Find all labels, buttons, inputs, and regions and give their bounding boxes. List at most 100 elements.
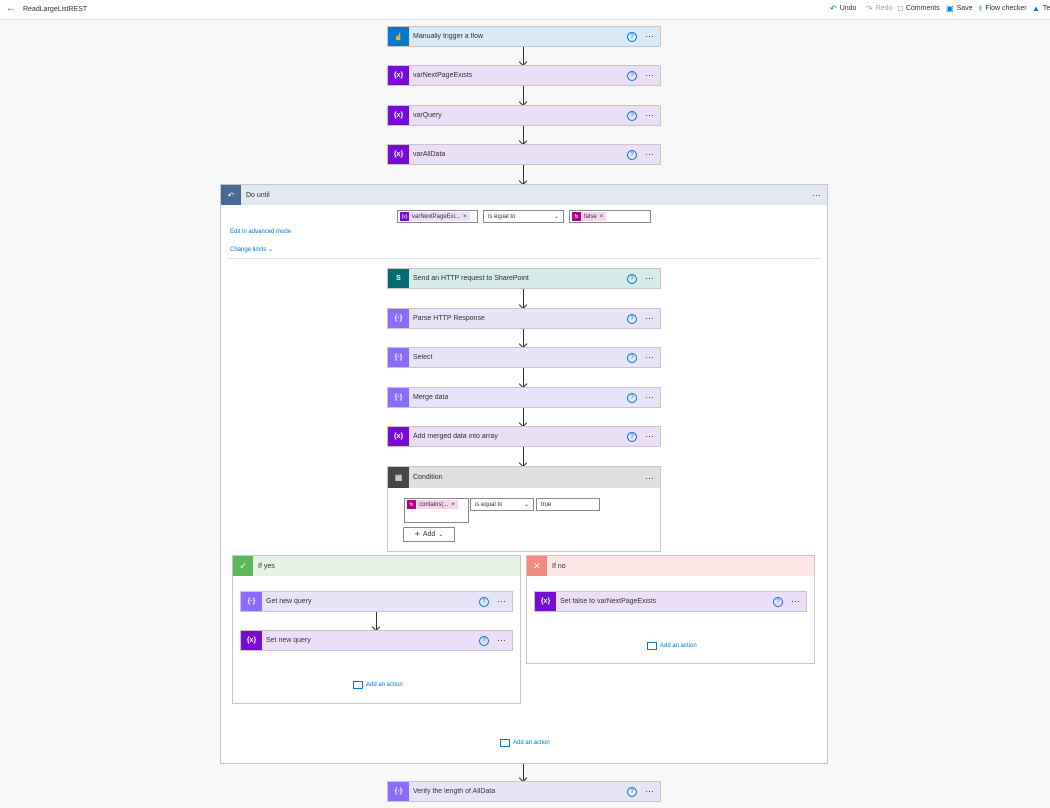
test-button[interactable]: ▲Te bbox=[1032, 4, 1050, 13]
add-action-label: Add an action bbox=[366, 682, 403, 688]
help-icon[interactable]: ? bbox=[627, 110, 637, 121]
save-button[interactable]: ▣Save bbox=[946, 4, 973, 13]
do-until-left-operand[interactable]: {x} varNextPageExi... × bbox=[397, 210, 478, 223]
edit-advanced-mode-link[interactable]: Edit in advanced mode bbox=[230, 229, 292, 235]
step-label: Set new query bbox=[266, 637, 311, 644]
more-options-icon[interactable]: ··· bbox=[645, 786, 654, 796]
help-icon[interactable]: ? bbox=[627, 786, 637, 797]
step-parse-http-response[interactable]: {·} Parse HTTP Response ? ··· bbox=[387, 308, 661, 329]
more-options-icon[interactable]: ··· bbox=[645, 313, 654, 323]
chevron-down-icon: ⌄ bbox=[268, 247, 274, 253]
comments-button[interactable]: □Comments bbox=[898, 4, 940, 13]
more-options-icon[interactable]: ··· bbox=[645, 110, 654, 120]
more-options-icon[interactable]: ··· bbox=[791, 596, 800, 606]
help-icon[interactable]: ? bbox=[773, 596, 783, 607]
more-options-icon[interactable]: ··· bbox=[645, 31, 654, 41]
close-icon: ✕ bbox=[527, 556, 547, 576]
comments-label: Comments bbox=[905, 5, 940, 12]
more-options-icon[interactable]: ··· bbox=[497, 635, 506, 645]
change-limits-link[interactable]: Change limits ⌄ bbox=[230, 246, 273, 253]
hand-touch-icon: ☝ bbox=[388, 27, 409, 46]
condition-operator-dropdown[interactable]: is equal to ⌄ bbox=[470, 498, 534, 511]
remove-token-icon[interactable]: × bbox=[451, 501, 455, 508]
condition-right-operand[interactable]: true bbox=[536, 498, 600, 511]
step-merge-data[interactable]: {·} Merge data ? ··· bbox=[387, 387, 661, 408]
add-action-label: Add an action bbox=[660, 643, 697, 649]
step-send-http-sharepoint[interactable]: S Send an HTTP request to SharePoint ? ·… bbox=[387, 268, 661, 289]
connector-arrow bbox=[523, 165, 524, 184]
dynamic-content-token[interactable]: {x} varNextPageExi... × bbox=[400, 212, 470, 221]
help-icon[interactable]: ? bbox=[627, 431, 637, 442]
do-until-header[interactable]: ↶ Do until ··· bbox=[221, 185, 827, 205]
condition-left-operand[interactable]: fx contains(... × bbox=[404, 498, 469, 523]
redo-button[interactable]: ↷Redo bbox=[866, 4, 892, 13]
condition-header[interactable]: ▦ Condition ··· bbox=[388, 467, 660, 488]
step-select[interactable]: {·} Select ? ··· bbox=[387, 347, 661, 368]
connector-arrow bbox=[523, 86, 524, 105]
checkmark-icon: ✓ bbox=[233, 556, 253, 576]
add-condition-button[interactable]: + Add ⌄ bbox=[403, 527, 455, 542]
more-options-icon[interactable]: ··· bbox=[645, 472, 654, 483]
help-icon[interactable]: ? bbox=[627, 31, 637, 42]
more-options-icon[interactable]: ··· bbox=[645, 70, 654, 80]
more-options-icon[interactable]: ··· bbox=[497, 596, 506, 606]
step-var-all-data[interactable]: {x} varAllData ? ··· bbox=[387, 144, 661, 165]
step-label: Manually trigger a flow bbox=[413, 33, 484, 40]
expression-token[interactable]: fx contains(... × bbox=[407, 500, 458, 509]
help-icon[interactable]: ? bbox=[627, 70, 637, 81]
operator-label: is equal to bbox=[488, 213, 516, 220]
condition-title: Condition bbox=[413, 474, 443, 481]
do-until-right-operand[interactable]: fx false × bbox=[569, 210, 651, 223]
step-label: Verify the length of AllData bbox=[413, 788, 496, 795]
remove-token-icon[interactable]: × bbox=[463, 213, 467, 220]
more-options-icon[interactable]: ··· bbox=[645, 431, 654, 441]
step-add-merged-data[interactable]: {x} Add merged data into array ? ··· bbox=[387, 426, 661, 447]
help-icon[interactable]: ? bbox=[479, 596, 489, 607]
if-no-add-action[interactable]: Add an action bbox=[647, 642, 697, 650]
undo-button[interactable]: ↶Undo bbox=[830, 4, 856, 13]
stethoscope-icon: ⚕ bbox=[978, 4, 983, 13]
if-yes-header[interactable]: ✓ If yes bbox=[233, 556, 520, 576]
add-action-label: Add an action bbox=[513, 740, 550, 746]
add-label: Add bbox=[422, 531, 436, 538]
more-options-icon[interactable]: ··· bbox=[645, 392, 654, 402]
help-icon[interactable]: ? bbox=[627, 273, 637, 284]
help-icon[interactable]: ? bbox=[627, 313, 637, 324]
connector-arrow bbox=[523, 47, 524, 65]
connector-arrow bbox=[376, 612, 377, 630]
if-yes-add-action[interactable]: Add an action bbox=[353, 681, 403, 689]
step-label: Merge data bbox=[413, 394, 449, 401]
help-icon[interactable]: ? bbox=[479, 635, 489, 646]
help-icon[interactable]: ? bbox=[627, 352, 637, 363]
change-limits-label: Change limits bbox=[230, 247, 267, 253]
step-var-next-page-exists[interactable]: {x} varNextPageExists ? ··· bbox=[387, 65, 661, 86]
expression-token[interactable]: fx false × bbox=[572, 212, 607, 221]
save-icon: ▣ bbox=[946, 4, 954, 13]
step-verify-length[interactable]: {·} Verify the length of AllData ? ··· bbox=[387, 781, 661, 802]
if-no-header[interactable]: ✕ If no bbox=[527, 556, 814, 576]
connector-arrow bbox=[523, 289, 524, 308]
variable-icon: {x} bbox=[388, 427, 409, 446]
step-get-new-query[interactable]: {·} Get new query ? ··· bbox=[240, 591, 513, 612]
help-icon[interactable]: ? bbox=[627, 392, 637, 403]
do-until-add-action[interactable]: Add an action bbox=[500, 739, 550, 747]
do-until-operator-dropdown[interactable]: is equal to ⌄ bbox=[483, 210, 564, 223]
back-arrow-icon[interactable]: ← bbox=[6, 3, 16, 14]
more-options-icon[interactable]: ··· bbox=[645, 352, 654, 362]
token-label: varNextPageExi... bbox=[412, 213, 461, 220]
step-set-false-next-page[interactable]: {x} Set false to varNextPageExists ? ··· bbox=[534, 591, 807, 612]
redo-label: Redo bbox=[875, 5, 893, 12]
more-options-icon[interactable]: ··· bbox=[645, 149, 654, 159]
fx-icon: fx bbox=[572, 212, 581, 221]
remove-token-icon[interactable]: × bbox=[599, 213, 604, 220]
step-label: Set false to varNextPageExists bbox=[560, 598, 657, 605]
condition-icon: ▦ bbox=[388, 467, 409, 488]
step-set-new-query[interactable]: {x} Set new query ? ··· bbox=[240, 630, 513, 651]
more-options-icon[interactable]: ··· bbox=[645, 273, 654, 283]
help-icon[interactable]: ? bbox=[627, 149, 637, 160]
step-var-query[interactable]: {x} varQuery ? ··· bbox=[387, 105, 661, 126]
data-operation-icon: {·} bbox=[388, 782, 409, 801]
more-options-icon[interactable]: ··· bbox=[812, 190, 821, 200]
flow-checker-button[interactable]: ⚕Flow checker bbox=[978, 4, 1027, 13]
step-manual-trigger[interactable]: ☝ Manually trigger a flow ? ··· bbox=[387, 26, 661, 47]
